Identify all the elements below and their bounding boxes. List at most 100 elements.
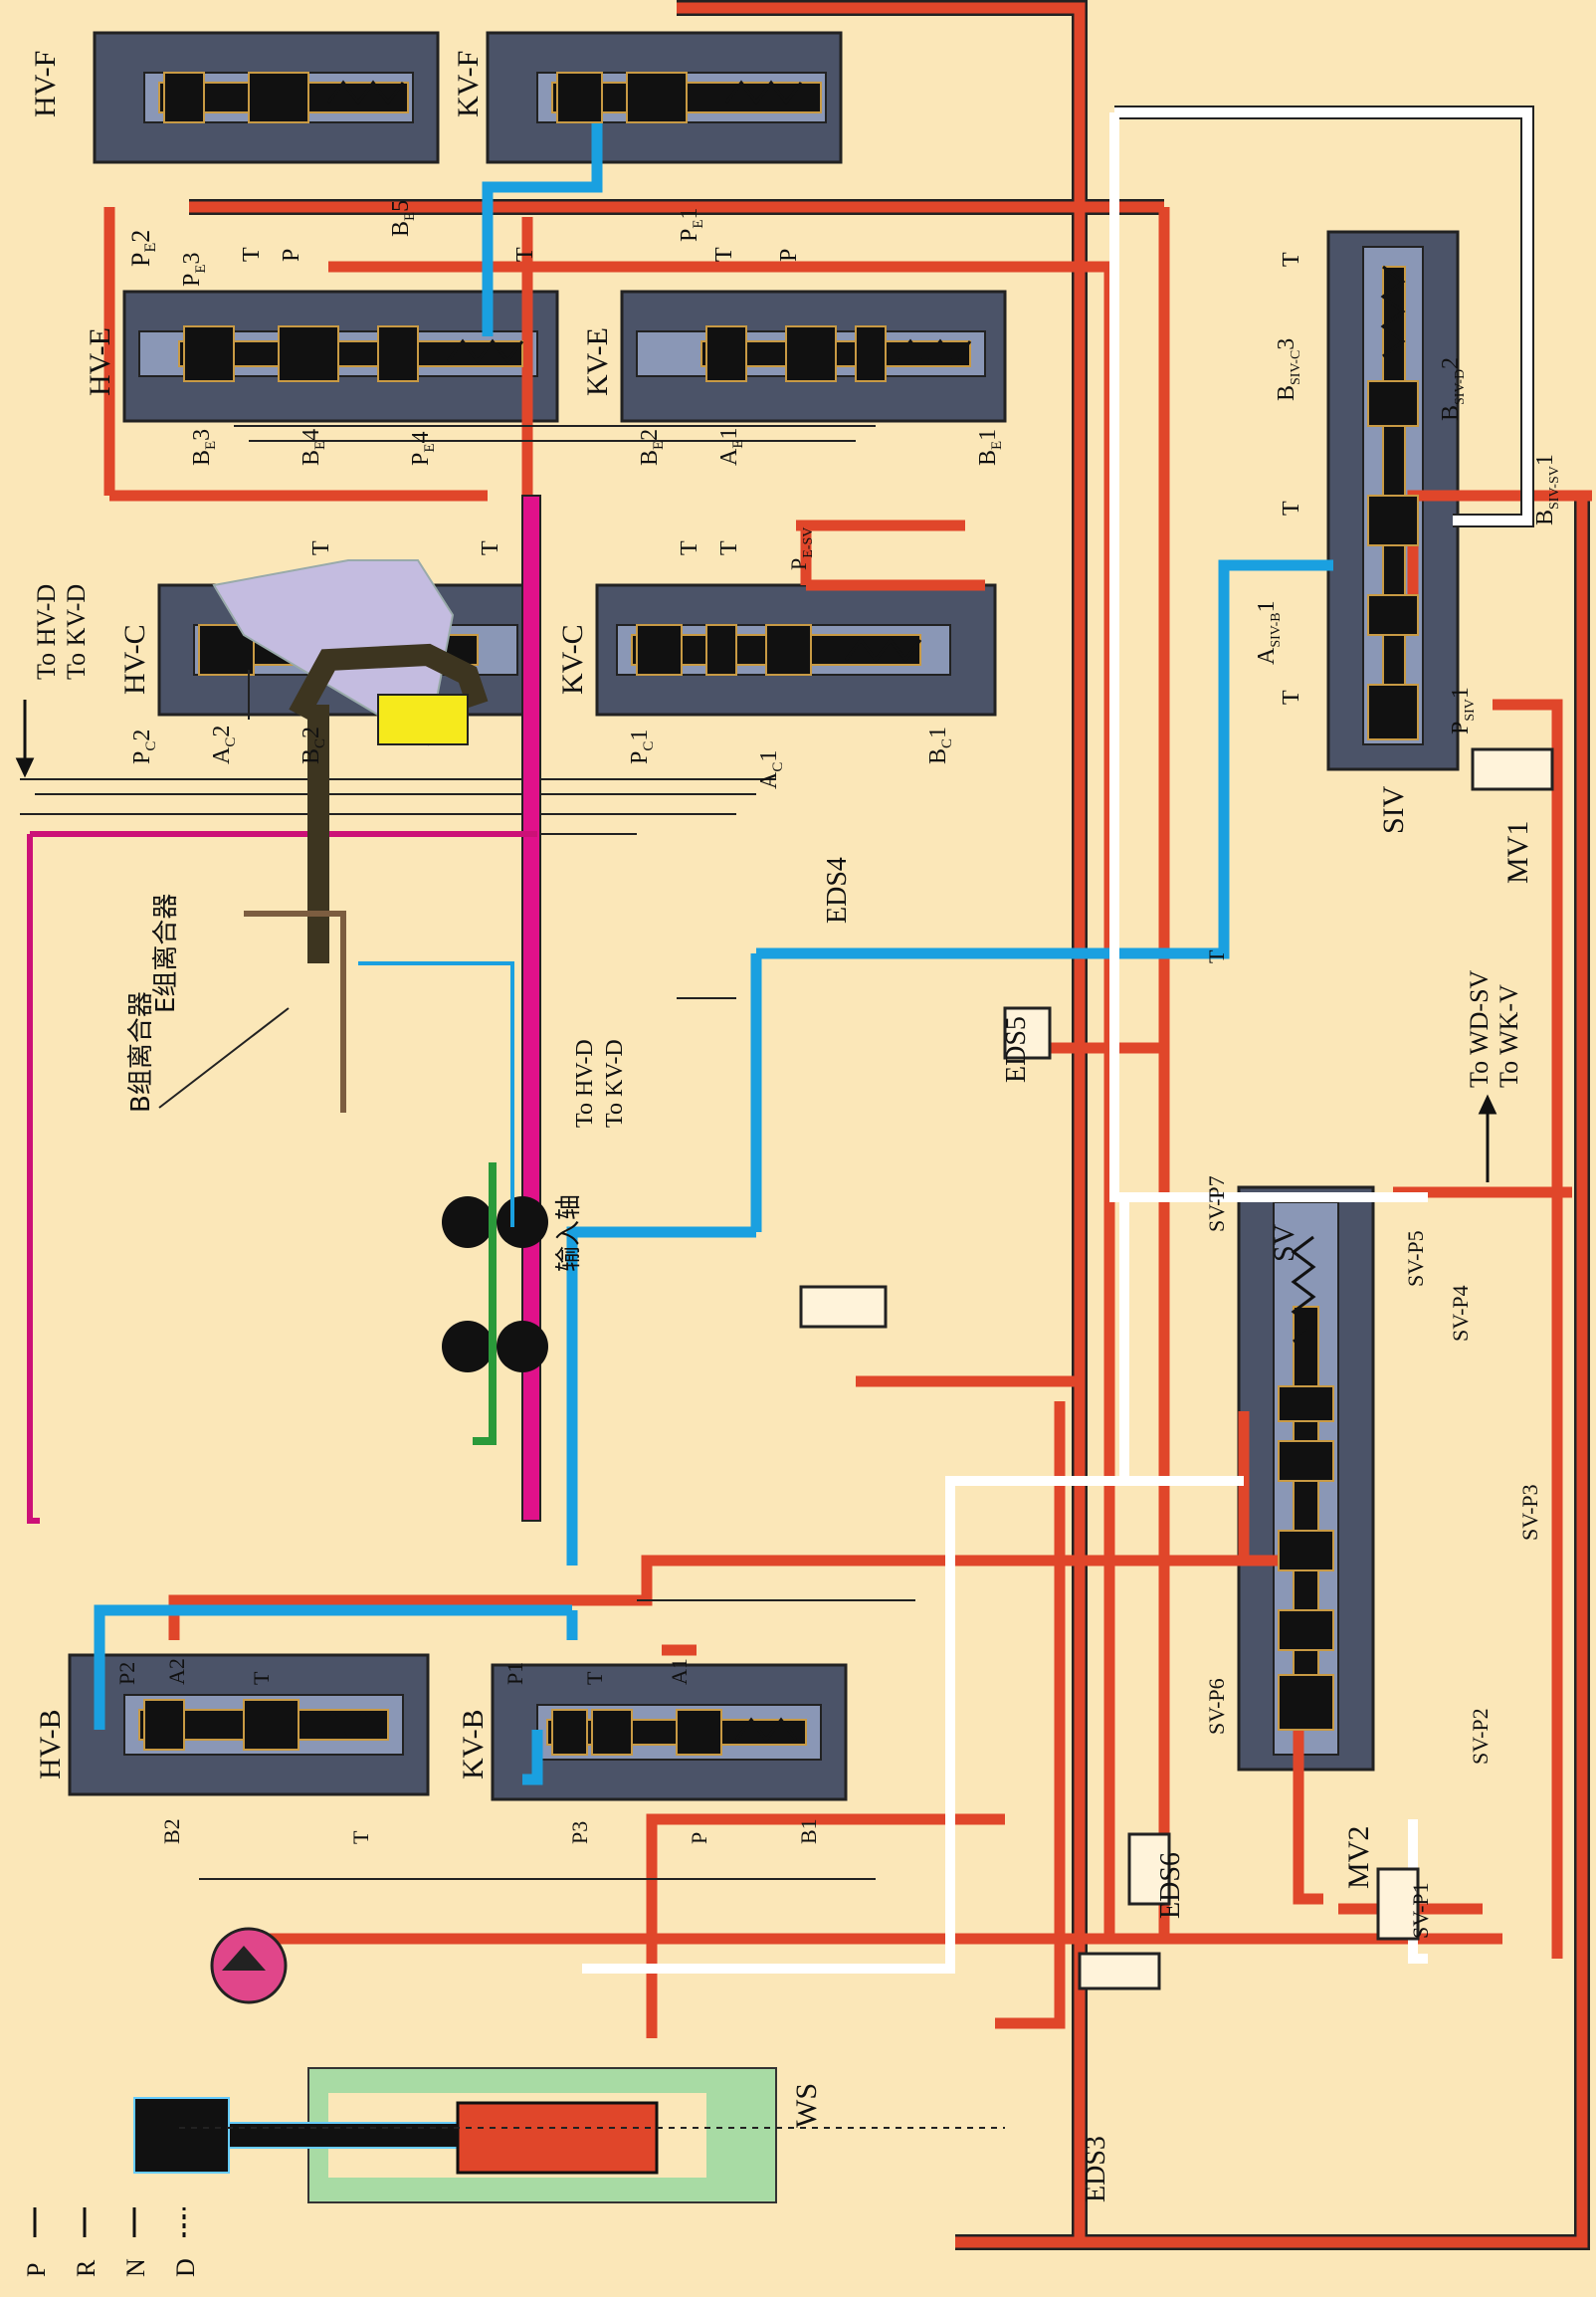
- label-ac2: AC2: [209, 726, 239, 764]
- label-p1: P1: [502, 1662, 527, 1685]
- eds3-body: [1078, 1952, 1161, 1990]
- pump: [210, 1927, 288, 2004]
- label-to-hvd-top-1: To HV-D: [32, 584, 61, 680]
- label-sv: SV: [1268, 1223, 1300, 1262]
- label-sv-p1: SV-P1: [1408, 1882, 1433, 1939]
- label-to-kvd-mid: To KV-D: [602, 1039, 628, 1128]
- label-pc2: PC2: [129, 730, 159, 764]
- label-eds4: EDS4: [822, 857, 853, 924]
- label-be4: BE4: [299, 429, 328, 466]
- eds5-body: [1003, 1006, 1052, 1060]
- label-mv1: MV1: [1501, 821, 1534, 884]
- label-b1: B1: [796, 1818, 821, 1844]
- clutch-roller-4: [497, 1321, 548, 1372]
- label-a2: A2: [164, 1658, 189, 1685]
- label-bsivsv1: BSIV-SV1: [1532, 454, 1562, 525]
- label-kv-e: KV-E: [581, 327, 614, 396]
- hv-f-spring: [326, 80, 405, 105]
- label-kv-f: KV-F: [452, 51, 485, 117]
- label-t-hvc-1: T: [308, 540, 334, 555]
- label-hv-e: HV-E: [84, 327, 116, 396]
- label-p-bottom: P: [687, 1832, 711, 1844]
- magenta-line: [27, 834, 40, 1524]
- label-be2: BE2: [637, 429, 667, 466]
- kv-c-land-3: [765, 624, 812, 676]
- to-wdsv-arrowhead: [1478, 1094, 1497, 1115]
- label-sv-p3: SV-P3: [1517, 1484, 1542, 1541]
- hv-e-land-3: [377, 325, 419, 382]
- kv-b-land-1: [551, 1709, 588, 1756]
- kv-e-land-1: [705, 325, 747, 382]
- label-ac1: AC1: [756, 750, 786, 789]
- hv-f-land-1: [163, 72, 205, 123]
- spools: [138, 72, 1419, 1756]
- hv-e-land-1: [183, 325, 235, 382]
- label-sv-p4: SV-P4: [1448, 1285, 1473, 1342]
- label-t-hve-1: T: [239, 247, 265, 262]
- label-bc2: BC2: [299, 727, 328, 764]
- sv-spool: [1293, 1306, 1319, 1726]
- kv-e-land-2: [785, 325, 837, 382]
- kv-c-land-2: [705, 624, 737, 676]
- blue-small-pipe: [358, 961, 514, 1227]
- label-gear-d: D: [171, 2258, 200, 2277]
- label-pc1: PC1: [627, 730, 657, 764]
- label-t-hvb: T: [249, 1671, 274, 1685]
- clutch-yellow: [377, 694, 469, 745]
- label-to-wdsv: To WD-SV: [1465, 969, 1494, 1088]
- hv-e-land-2: [278, 325, 339, 382]
- label-t-siv-2: T: [1279, 501, 1304, 516]
- mv1-feed: [1493, 699, 1563, 1959]
- label-bsivd2: BSIV-D2: [1438, 357, 1468, 421]
- siv-spring: [1380, 265, 1406, 358]
- label-pesv: PE-SV: [786, 527, 816, 570]
- label-t-siv-3: T: [1279, 690, 1304, 705]
- label-asivb1: ASIV-B1: [1254, 600, 1284, 665]
- label-e-clutch: E组离合器: [151, 894, 181, 1013]
- hv-b-blue: [94, 1604, 572, 1730]
- kv-f-land-1: [556, 72, 603, 123]
- ws-spool: [456, 2101, 659, 2175]
- eds3-line: [995, 1401, 1066, 2029]
- leader-b: [158, 1007, 290, 1109]
- label-t-sv-2: T: [1204, 1188, 1229, 1202]
- label-siv: SIV: [1377, 785, 1410, 834]
- clutch-roller-2: [497, 1196, 548, 1248]
- solenoids: [799, 747, 1554, 1990]
- label-pe1: PE1: [677, 207, 706, 242]
- label-kv-b: KV-B: [457, 1709, 490, 1779]
- label-t-kve: T: [711, 247, 737, 262]
- label-sv-p7: SV-P7: [1204, 1175, 1229, 1232]
- arrows: [15, 700, 1497, 1182]
- label-sv-p6: SV-P6: [1204, 1678, 1229, 1735]
- label-to-kvd-top-1: To KV-D: [62, 584, 91, 680]
- kv-b-land-3: [676, 1709, 722, 1756]
- label-be5: BE5: [388, 200, 418, 237]
- pump-arrow: [222, 1946, 266, 1971]
- label-bsivc3: BSIV-C3: [1274, 338, 1303, 401]
- label-p-hve: P: [279, 249, 304, 262]
- label-hv-b: HV-B: [34, 1709, 67, 1779]
- label-t-sv-1: T: [1204, 949, 1229, 963]
- clutch-assembly: [27, 495, 548, 1524]
- siv-land-2: [1367, 594, 1419, 636]
- siv-land-4: [1367, 380, 1419, 427]
- label-t-bottom: T: [348, 1830, 373, 1844]
- sv-spring: [1291, 1235, 1316, 1344]
- label-eds6: EDS6: [1155, 1852, 1186, 1919]
- thin-lines: [20, 425, 915, 1880]
- kv-c-land-1: [636, 624, 683, 676]
- label-hv-f: HV-F: [29, 51, 62, 117]
- label-b-clutch: B组离合器: [126, 991, 156, 1113]
- right-outer-line: [955, 496, 1588, 2248]
- sv-land-4: [1278, 1440, 1334, 1482]
- label-gear-p: P: [22, 2263, 51, 2277]
- label-p3: P3: [567, 1821, 592, 1844]
- label-ws: WS: [790, 2083, 823, 2128]
- label-a1: A1: [667, 1658, 692, 1685]
- green-pipe: [473, 1162, 497, 1445]
- ws-valve: [133, 2067, 1005, 2203]
- label-pe2: PE2: [126, 230, 159, 267]
- main-pressure-line: [677, 2, 1086, 2237]
- kv-e-land-3: [855, 325, 887, 382]
